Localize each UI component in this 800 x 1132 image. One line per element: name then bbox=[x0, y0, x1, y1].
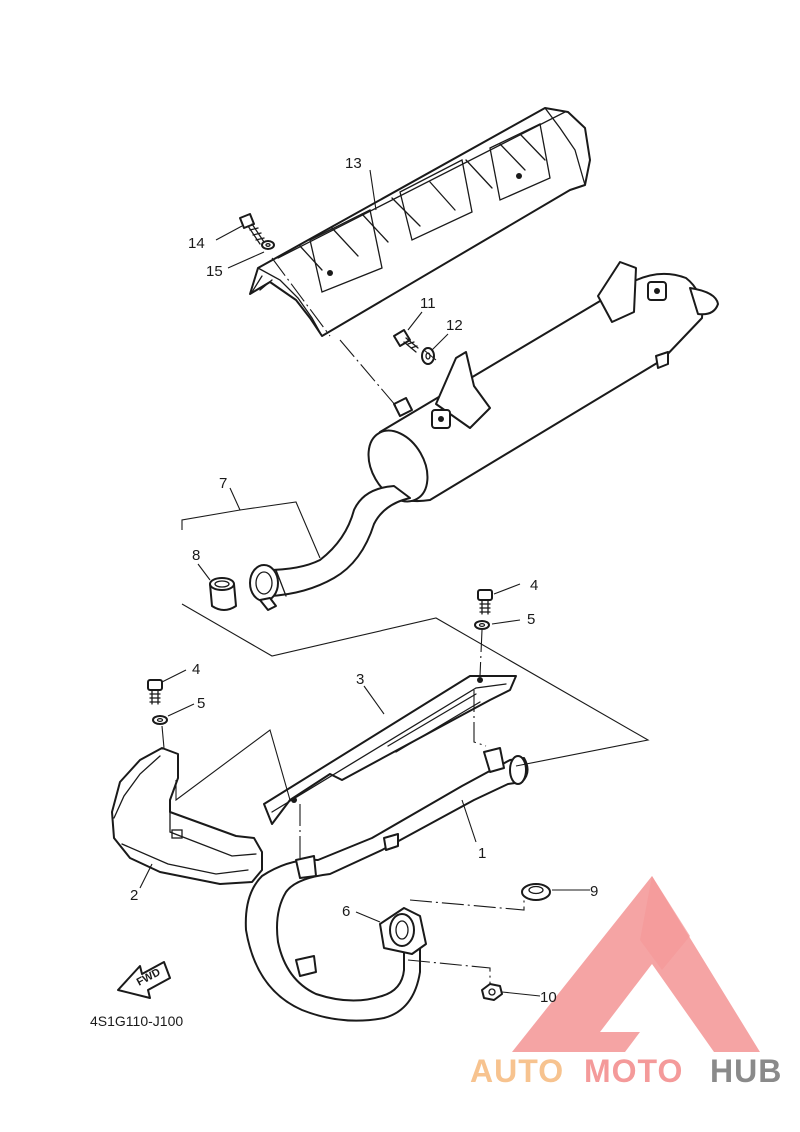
callout-14: 14 bbox=[188, 235, 205, 252]
callout-2: 2 bbox=[130, 887, 138, 904]
head-pipe-part-1 bbox=[244, 747, 529, 1022]
flange-part-6 bbox=[379, 907, 427, 955]
callout-5-upper: 5 bbox=[527, 611, 535, 628]
callout-9: 9 bbox=[590, 883, 598, 900]
callout-12: 12 bbox=[446, 317, 463, 334]
gasket-part-9 bbox=[521, 883, 551, 901]
callout-8: 8 bbox=[192, 547, 200, 564]
heat-protector-part-13 bbox=[249, 107, 591, 337]
callout-6: 6 bbox=[342, 903, 350, 920]
bolt-part-14 bbox=[239, 213, 265, 245]
bolt-part-4-lower bbox=[147, 679, 163, 705]
callout-3: 3 bbox=[356, 671, 364, 688]
exhaust-pipe-part-7 bbox=[249, 485, 411, 611]
washer-part-5-lower bbox=[152, 715, 168, 725]
callout-5-lower: 5 bbox=[197, 695, 205, 712]
callout-13: 13 bbox=[345, 155, 362, 172]
callout-4-upper: 4 bbox=[530, 577, 538, 594]
washer-part-5-upper bbox=[474, 620, 490, 630]
leader-lines bbox=[139, 169, 590, 997]
diagram-code: 4S1G110-J100 bbox=[90, 1013, 183, 1029]
callout-11: 11 bbox=[420, 295, 436, 312]
watermark-auto: AUTO bbox=[470, 1053, 564, 1089]
watermark-logo-icon bbox=[512, 876, 760, 1052]
assembly-lines bbox=[161, 257, 650, 984]
watermark-moto: MOTO bbox=[584, 1053, 683, 1089]
callout-4-lower: 4 bbox=[192, 661, 200, 678]
callout-labels: 13 14 15 11 12 7 8 4 5 4 5 3 1 2 6 9 10 bbox=[130, 155, 598, 1006]
gasket-part-8 bbox=[209, 577, 237, 611]
muffler-assembly bbox=[367, 261, 719, 503]
bracket-part-3 bbox=[263, 675, 517, 825]
callout-7: 7 bbox=[219, 475, 227, 492]
watermark-hub: HUB bbox=[710, 1053, 782, 1089]
protector-part-2 bbox=[111, 747, 263, 885]
washer-part-15 bbox=[261, 240, 275, 250]
watermark-text: AUTO MOTO HUB bbox=[470, 1053, 782, 1089]
nut-part-10 bbox=[481, 983, 503, 1001]
bolt-part-11 bbox=[393, 329, 419, 353]
callout-10: 10 bbox=[540, 989, 557, 1006]
bolt-part-4-upper bbox=[477, 589, 493, 615]
fwd-arrow-icon: FWD bbox=[117, 961, 171, 999]
callout-1: 1 bbox=[478, 845, 486, 862]
callout-15: 15 bbox=[206, 263, 223, 280]
